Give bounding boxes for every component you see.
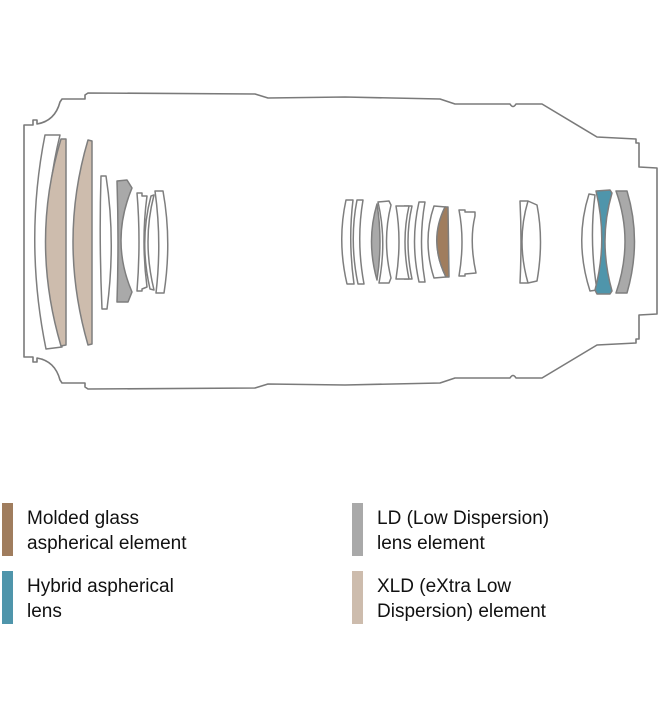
lens-barrel-outline-top [23, 92, 658, 241]
legend-label-line2: aspherical element [27, 533, 187, 554]
molded-glass-aspherical-element [436, 206, 450, 278]
legend-label-line2: lens element [377, 533, 485, 554]
ld-element-2 [370, 203, 381, 281]
legend-item-hybrid-aspherical: Hybrid aspherical lens [2, 571, 174, 624]
lens-element [352, 199, 365, 285]
legend-label: XLD (eXtra Low Dispersion) element [377, 571, 546, 624]
legend-label-line1: Hybrid aspherical [27, 576, 174, 597]
lens-element [519, 200, 542, 284]
legend-label-line1: LD (Low Dispersion) [377, 508, 550, 529]
lens-element [458, 209, 477, 277]
lens-construction-diagram [23, 92, 658, 390]
legend-swatch-hybrid-aspherical [2, 571, 13, 624]
legend-item-ld: LD (Low Dispersion) lens element [352, 503, 549, 556]
ld-element-1 [116, 179, 133, 303]
lens-element [136, 192, 148, 292]
lens-element [404, 205, 410, 280]
legend-swatch-molded-glass [2, 503, 13, 556]
lens-element [377, 200, 392, 284]
legend-swatch-xld [352, 571, 363, 624]
lens-element [99, 175, 112, 310]
lens-element [341, 199, 355, 285]
legend-label: Hybrid aspherical lens [27, 571, 174, 624]
lens-element [521, 200, 529, 284]
legend-swatch-ld [352, 503, 363, 556]
lens-element [144, 194, 155, 291]
hybrid-aspherical-element [594, 189, 613, 295]
xld-element-2 [72, 139, 93, 346]
ld-element-3 [615, 190, 636, 294]
legend-label-line1: Molded glass [27, 508, 139, 529]
lens-element [581, 193, 598, 292]
xld-element-1 [44, 138, 67, 347]
lens-element [154, 190, 169, 294]
legend-label: LD (Low Dispersion) lens element [377, 503, 549, 556]
lens-barrel-outline-bottom [23, 241, 658, 390]
legend-item-molded-glass: Molded glass aspherical element [2, 503, 186, 556]
legend-label-line1: XLD (eXtra Low [377, 576, 512, 597]
lens-element [413, 201, 426, 283]
legend-item-xld: XLD (eXtra Low Dispersion) element [352, 571, 546, 624]
legend-label: Molded glass aspherical element [27, 503, 186, 556]
legend-label-line2: Dispersion) element [377, 601, 546, 622]
legend-label-line2: lens [27, 601, 62, 622]
